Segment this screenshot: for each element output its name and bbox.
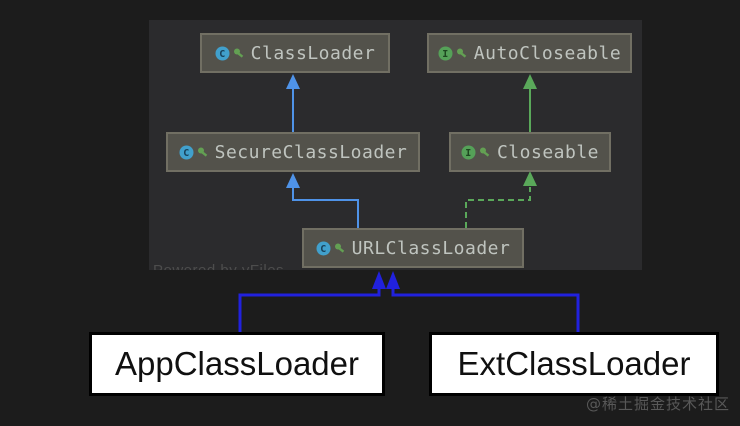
uml-node-classloader[interactable]: C ClassLoader (200, 33, 390, 73)
node-label: ClassLoader (250, 42, 376, 64)
node-badges: I (438, 46, 468, 61)
arrowhead (372, 271, 386, 289)
edge-appclassloader-extends-urlclassloader (238, 271, 386, 332)
class-icon: C (316, 241, 331, 255)
edge-extclassloader-extends-urlclassloader (386, 271, 580, 332)
site-watermark: @稀土掘金技术社区 (585, 395, 730, 413)
svg-text:I: I (465, 148, 472, 159)
annotation-box-extclassloader: ExtClassLoader (429, 332, 719, 396)
node-label: AutoCloseable (473, 42, 622, 64)
uml-node-secureclassloader[interactable]: C SecureClassLoader (166, 132, 420, 172)
annotation-label: AppClassLoader (115, 345, 359, 382)
key-icon (334, 243, 344, 253)
key-icon (233, 48, 243, 58)
node-label: Closeable (496, 141, 600, 163)
yfiles-watermark: Powered by yFiles (153, 262, 284, 270)
uml-node-autocloseable[interactable]: I AutoCloseable (427, 33, 632, 73)
node-badges: C (179, 145, 209, 160)
arrowhead (386, 271, 400, 289)
node-label: SecureClassLoader (214, 141, 408, 163)
interface-icon: I (461, 145, 476, 159)
key-icon (197, 147, 207, 157)
class-icon: C (215, 46, 230, 60)
annotation-label: ExtClassLoader (457, 345, 691, 382)
node-badges: C (215, 46, 245, 61)
interface-icon: I (438, 46, 453, 60)
svg-text:I: I (442, 49, 449, 60)
node-label: URLClassLoader (351, 237, 511, 259)
class-icon: C (179, 145, 194, 159)
node-badges: I (461, 145, 491, 160)
svg-text:C: C (219, 49, 226, 60)
uml-node-closeable[interactable]: I Closeable (449, 132, 611, 172)
annotation-box-appclassloader: AppClassLoader (89, 332, 385, 396)
uml-node-urlclassloader[interactable]: C URLClassLoader (302, 228, 524, 268)
svg-text:C: C (320, 244, 327, 255)
svg-text:C: C (183, 148, 190, 159)
key-icon (479, 147, 490, 157)
node-badges: C (316, 241, 346, 256)
key-icon (456, 48, 467, 58)
